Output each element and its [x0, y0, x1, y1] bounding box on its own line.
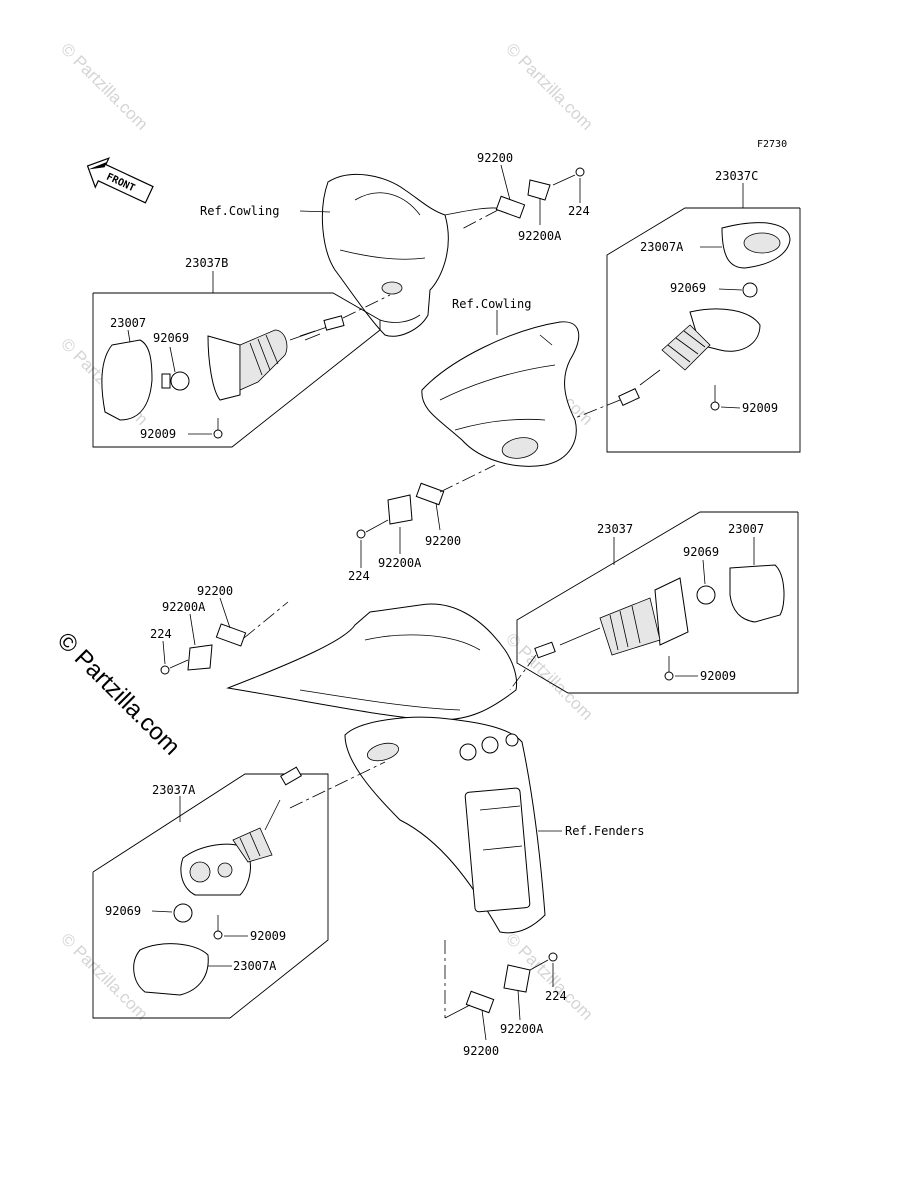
turn-signal-23037a	[180, 761, 386, 896]
screw-92009-upper-right	[710, 385, 720, 411]
bulb-92069-upper-right	[742, 282, 758, 298]
part-label-92009-upper-left: 92009	[140, 427, 176, 441]
part-label-92069-rear-right: 92069	[683, 545, 719, 559]
figure-code: F2730	[757, 139, 787, 150]
screw-92009-rear-left	[213, 915, 223, 940]
screw-92009-upper-left	[213, 418, 223, 439]
part-label-224-middle: 224	[348, 569, 370, 583]
assembly-box-23037c	[606, 207, 801, 453]
part-label-92200-top: 92200	[477, 151, 513, 165]
part-label-92200a-top: 92200A	[518, 229, 562, 243]
part-label-23007-upper-left: 23007	[110, 316, 146, 330]
bulb-92069-rear-left	[173, 903, 193, 923]
ref-fenders-label: Ref.Fenders	[565, 824, 644, 838]
rear-fender	[226, 603, 546, 934]
lens-23007a-rear-left	[133, 943, 209, 996]
lens-23007-upper-left	[101, 339, 153, 421]
part-label-23037c: 23037C	[715, 169, 758, 183]
ref-cowling-label-mid: Ref.Cowling	[452, 297, 531, 311]
turn-signal-23037c	[574, 308, 761, 419]
turn-signal-23037b	[207, 294, 391, 401]
bulb-92069-upper-left	[170, 371, 190, 391]
part-label-92069-upper-left: 92069	[153, 331, 189, 345]
lens-23007-rear-right	[729, 564, 785, 623]
turn-signal-23037	[509, 577, 689, 691]
upper-cowling	[321, 173, 506, 337]
watermark-text: © Partzilla.com	[57, 39, 151, 133]
part-label-92009-rear-left: 92009	[250, 929, 286, 943]
part-label-23007a-upper-right: 23007A	[640, 240, 684, 254]
part-label-92200-middle: 92200	[425, 534, 461, 548]
part-label-23037: 23037	[597, 522, 633, 536]
part-label-92200a-left: 92200A	[162, 600, 206, 614]
part-label-23007a-rear-left: 23007A	[233, 959, 277, 973]
part-label-92200a-middle: 92200A	[378, 556, 422, 570]
part-label-224-left: 224	[150, 627, 172, 641]
bulb-92069-rear-right	[696, 585, 716, 605]
partzilla-watermark: © Partzilla.com	[52, 627, 185, 760]
part-label-92069-upper-right: 92069	[670, 281, 706, 295]
part-label-23007-rear-right: 23007	[728, 522, 764, 536]
part-label-92200a-bottom: 92200A	[500, 1022, 544, 1036]
assembly-box-23037a	[92, 773, 329, 1019]
watermark-text: © Partzilla.com	[502, 39, 596, 133]
bracket-group-left	[160, 601, 289, 675]
assembly-box-23037b	[92, 292, 381, 448]
front-arrow-icon: FRONT	[86, 157, 154, 204]
bracket-group-middle	[356, 464, 496, 539]
part-label-92069-rear-left: 92069	[105, 904, 141, 918]
middle-cowling	[421, 321, 580, 467]
part-label-92200-bottom: 92200	[463, 1044, 499, 1058]
part-label-92009-rear-right: 92009	[700, 669, 736, 683]
part-label-23037a: 23037A	[152, 783, 196, 797]
part-label-224-bottom: 224	[545, 989, 567, 1003]
ref-cowling-label-upper: Ref.Cowling	[200, 204, 279, 218]
part-label-224-top: 224	[568, 204, 590, 218]
bracket-group-top	[459, 167, 585, 231]
part-label-92200-left: 92200	[197, 584, 233, 598]
part-label-92009-upper-right: 92009	[742, 401, 778, 415]
part-label-23037b: 23037B	[185, 256, 228, 270]
assembly-box-23037	[516, 511, 799, 694]
screw-92009-rear-right	[664, 656, 674, 681]
bracket-group-bottom	[444, 940, 558, 1019]
